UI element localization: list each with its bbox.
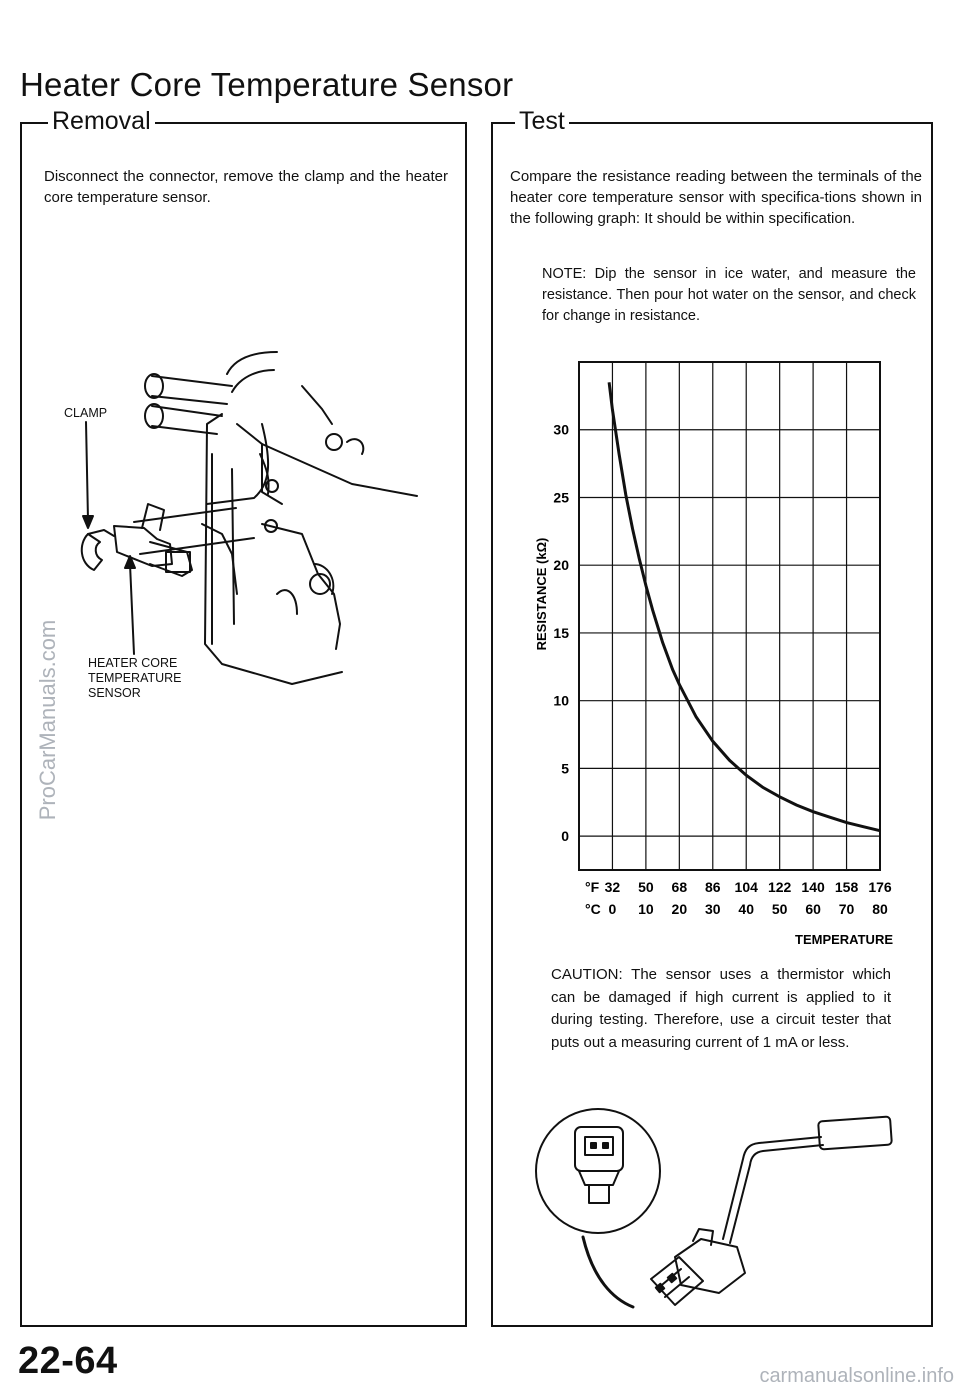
chart-x-tick-label-f: 122 bbox=[768, 879, 792, 895]
chart-x-tick-label-c: 40 bbox=[738, 901, 754, 917]
removal-instructions: Disconnect the connector, remove the cla… bbox=[44, 168, 448, 206]
chart-x-tick-label-f: 68 bbox=[672, 879, 688, 895]
chart-x-tick-label-c: 10 bbox=[638, 901, 654, 917]
chart-x-ticks: 32 0 50 10 68 20 86 30 104 40 122 50 140 60 158 70 176 80 bbox=[605, 879, 892, 917]
chart-x-tick-label-f: 50 bbox=[638, 879, 654, 895]
watermark-bottom: carmanualsonline.info bbox=[759, 1365, 954, 1387]
removal-section: Removal Disconnect the connector, remove… bbox=[20, 105, 467, 1327]
page-number: 22-64 bbox=[18, 1340, 118, 1382]
sensor-label: HEATER CORE TEMPERATURE SENSOR bbox=[88, 656, 182, 701]
chart-x-tick-label-c: 20 bbox=[672, 901, 688, 917]
heater-core-illustration bbox=[80, 351, 418, 685]
chart-x-tick-label-c: 0 bbox=[609, 901, 617, 917]
chart-x-tick-label-c: 70 bbox=[839, 901, 855, 917]
chart-y-tick-label: 30 bbox=[553, 422, 569, 438]
chart-x-tick-label-f: 32 bbox=[605, 879, 621, 895]
chart-x-tick-label-f: 104 bbox=[735, 879, 759, 895]
sensor-label-line1: HEATER CORE bbox=[88, 656, 178, 670]
clamp-label: CLAMP bbox=[64, 406, 108, 420]
chart-x-tick-label-f: 140 bbox=[801, 879, 825, 895]
chart-y-ticks: 0 5 10 15 20 25 30 bbox=[553, 422, 569, 844]
chart-frame bbox=[578, 361, 881, 871]
chart-x-unit-f: °F bbox=[585, 879, 600, 895]
chart-x-tick-label-c: 50 bbox=[772, 901, 788, 917]
test-instructions: Compare the resistance reading between t… bbox=[510, 168, 922, 227]
chart-y-tick-label: 10 bbox=[553, 693, 569, 709]
chart-x-tick-label-f: 176 bbox=[868, 879, 892, 895]
test-note: NOTE: Dip the sensor in ice water, and m… bbox=[542, 266, 916, 324]
chart-y-tick-label: 20 bbox=[553, 557, 569, 573]
resistance-temperature-chart: 0 5 10 15 20 25 30 32 0 50 10 68 20 86 30 104 40 122 50 14… bbox=[534, 361, 893, 947]
chart-y-tick-label: 25 bbox=[553, 489, 569, 505]
chart-y-tick-label: 5 bbox=[561, 760, 569, 776]
sensor-label-line3: SENSOR bbox=[88, 686, 141, 700]
chart-grid bbox=[578, 361, 881, 871]
resistance-curve bbox=[607, 382, 881, 833]
sensor-label-line2: TEMPERATURE bbox=[88, 671, 182, 685]
sensor-connector-illustration bbox=[535, 1108, 893, 1309]
test-section: Test Compare the resistance reading betw… bbox=[491, 105, 933, 1327]
test-caution: CAUTION: The sensor uses a thermistor wh… bbox=[551, 966, 891, 1051]
chart-x-tick-label-f: 158 bbox=[835, 879, 859, 895]
chart-y-axis-label: RESISTANCE (kΩ) bbox=[534, 538, 549, 651]
chart-y-tick-label: 0 bbox=[561, 828, 569, 844]
watermark-left: ProCarManuals.com bbox=[35, 619, 60, 821]
test-heading: Test bbox=[515, 105, 569, 137]
chart-x-tick-label-c: 80 bbox=[872, 901, 888, 917]
chart-x-tick-label-f: 86 bbox=[705, 879, 721, 895]
chart-x-tick-label-c: 60 bbox=[805, 901, 821, 917]
chart-x-tick-label-c: 30 bbox=[705, 901, 721, 917]
chart-x-axis-label: TEMPERATURE bbox=[795, 932, 893, 947]
chart-y-tick-label: 15 bbox=[553, 625, 569, 641]
page-title: Heater Core Temperature Sensor bbox=[20, 66, 514, 103]
removal-heading: Removal bbox=[48, 105, 155, 137]
chart-x-unit-c: °C bbox=[585, 901, 601, 917]
